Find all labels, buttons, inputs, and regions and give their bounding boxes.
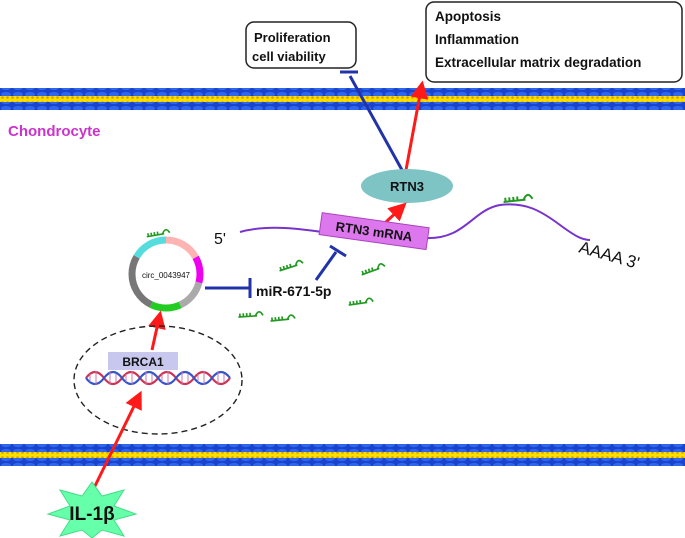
- proliferation-text: Proliferation: [254, 30, 331, 45]
- brca1-label: BRCA1: [122, 355, 164, 369]
- cell-viability-text: cell viability: [252, 49, 326, 64]
- mirna-icon: [277, 258, 304, 272]
- il1b-label: IL-1β: [69, 504, 114, 525]
- brca1-gene-box: BRCA1: [108, 352, 178, 370]
- bottom-cell-membrane: [0, 444, 685, 466]
- rtn3-promotes-outcomes: [404, 80, 429, 171]
- three-prime-label: AAAA 3': [577, 238, 642, 273]
- inflammation-text: Inflammation: [435, 32, 519, 47]
- mirna-icon: [347, 296, 374, 306]
- mirna-icon: [237, 310, 264, 318]
- brca1-to-circ-arrow: [148, 310, 166, 351]
- mirna-label: miR-671-5p: [256, 283, 331, 299]
- outcomes-box: Apoptosis Inflammation Extracellular mat…: [425, 1, 683, 83]
- apoptosis-text: Apoptosis: [435, 9, 501, 24]
- mirna-icon-on-circ: [145, 228, 171, 238]
- rtn3-inhibits-proliferation: [340, 70, 404, 171]
- circ-rna-ring: circ_0043947: [128, 236, 204, 312]
- cell-label: Chondrocyte: [8, 123, 101, 140]
- mirna-icon: [269, 313, 296, 322]
- rtn3-label: RTN3: [390, 179, 424, 194]
- dna-helix-icon: [85, 370, 231, 386]
- rtn3-mrna-box: RTN3 mRNA: [318, 212, 430, 251]
- proliferation-box: Proliferation cell viability: [245, 21, 357, 69]
- il1b-starburst-icon: IL-1β: [46, 481, 138, 538]
- rtn3-protein: RTN3: [361, 169, 453, 203]
- circ-inhibits-mirna: [205, 278, 252, 298]
- circ-label: circ_0043947: [142, 271, 191, 280]
- mrna-strand: [239, 203, 591, 241]
- ecm-degradation-text: Extracellular matrix degradation: [435, 55, 641, 70]
- il1b-to-brca1-arrow: [92, 390, 142, 489]
- top-cell-membrane: [0, 88, 685, 110]
- five-prime-label: 5': [214, 231, 226, 248]
- mirna-inhibits-mrna: [314, 244, 347, 281]
- mrna-to-rtn3-arrow: [384, 202, 407, 224]
- mirna-icon-on-utr: [502, 193, 534, 203]
- mirna-icon: [359, 261, 386, 276]
- nucleus-outline: [73, 325, 243, 435]
